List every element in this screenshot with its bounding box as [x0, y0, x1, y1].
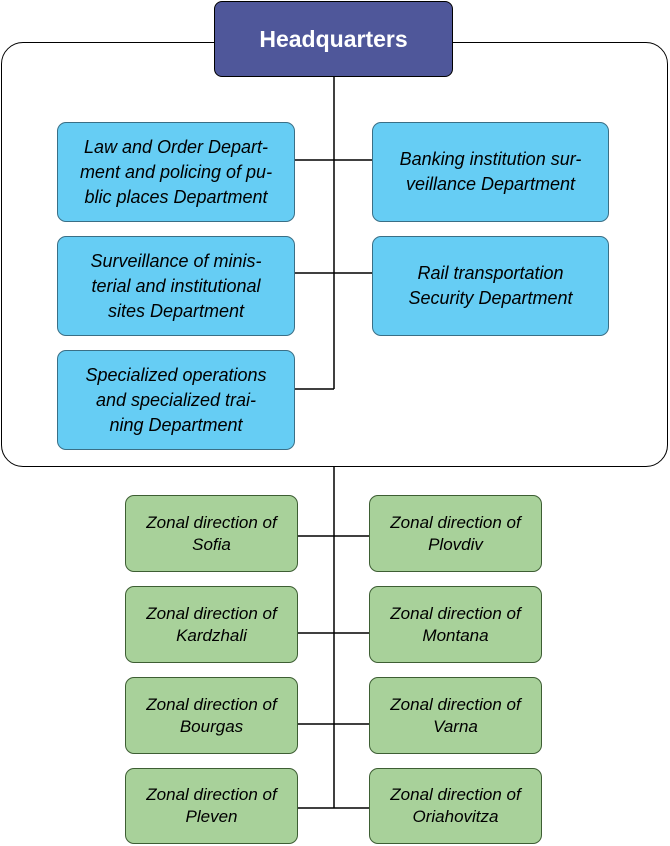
rail-department-box: Rail transportation Security Department	[372, 236, 609, 336]
law-order-department-box: Law and Order Depart- ment and policing …	[57, 122, 295, 222]
zone-kardzhali-box: Zonal direction of Kardzhali	[125, 586, 298, 663]
law-order-department-label: Law and Order Depart- ment and policing …	[79, 136, 273, 207]
zone-oriahovitza-box: Zonal direction of Oriahovitza	[369, 768, 542, 844]
headquarters-label: Headquarters	[259, 25, 408, 52]
specialized-department-label: Specialized operations and specialized t…	[85, 364, 267, 435]
zone-montana-box: Zonal direction of Montana	[369, 586, 542, 663]
zone-kardzhali-label: Zonal direction of Kardzhali	[146, 603, 277, 645]
banking-department-box: Banking institution sur- veillance Depar…	[372, 122, 609, 222]
zone-plovdiv-box: Zonal direction of Plovdiv	[369, 495, 542, 572]
banking-department-label: Banking institution sur- veillance Depar…	[399, 149, 582, 194]
zone-pleven-label: Zonal direction of Pleven	[146, 785, 277, 826]
headquarters-box: Headquarters	[214, 1, 453, 77]
rail-department-label: Rail transportation Security Department	[408, 263, 573, 308]
zone-sofia-label: Zonal direction of Sofia	[146, 512, 277, 554]
zone-varna-label: Zonal direction of Varna	[390, 694, 521, 736]
zone-pleven-box: Zonal direction of Pleven	[125, 768, 298, 844]
ministerial-department-label: Surveillance of minis- terial and instit…	[90, 250, 262, 321]
zone-plovdiv-label: Zonal direction of Plovdiv	[390, 512, 521, 554]
zone-varna-box: Zonal direction of Varna	[369, 677, 542, 754]
zone-montana-label: Zonal direction of Montana	[390, 603, 521, 645]
zone-sofia-box: Zonal direction of Sofia	[125, 495, 298, 572]
ministerial-department-box: Surveillance of minis- terial and instit…	[57, 236, 295, 336]
zone-oriahovitza-label: Zonal direction of Oriahovitza	[390, 785, 521, 826]
zone-bourgas-box: Zonal direction of Bourgas	[125, 677, 298, 754]
zone-bourgas-label: Zonal direction of Bourgas	[146, 694, 277, 736]
specialized-department-box: Specialized operations and specialized t…	[57, 350, 295, 450]
